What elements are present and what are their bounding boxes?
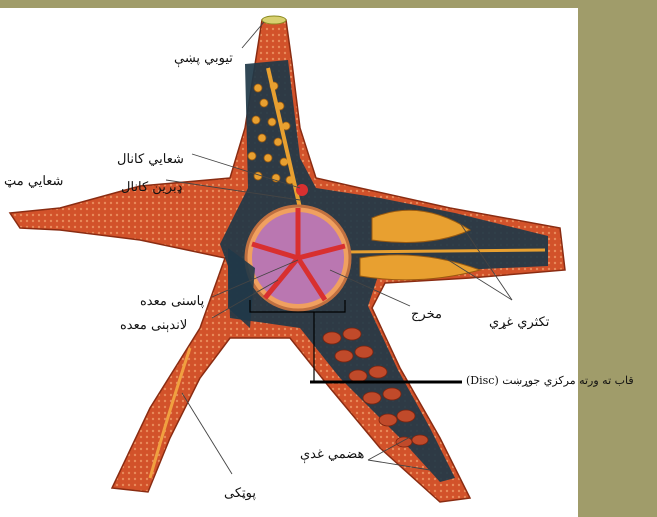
- label-tube-feet: تيوبي پښې: [174, 52, 233, 65]
- madreporite: [296, 184, 308, 196]
- label-digestive-glands: هضمي غدې: [300, 448, 364, 461]
- right-radial-canal: [345, 250, 545, 252]
- tube-feet-tip: [262, 16, 286, 24]
- starfish-anatomy-illustration: [0, 8, 578, 517]
- diagram-panel: تيوبي پښې شعايي کانال ډبرين کانال شعايي …: [0, 8, 578, 517]
- label-cardiac-stomach: لاندېنی معده: [120, 319, 187, 332]
- label-skin: پوټکی: [224, 487, 256, 500]
- label-pyloric-stomach: پاسنی معده: [140, 295, 204, 308]
- label-radial-canal: شعايي کانال: [117, 153, 184, 166]
- label-ring-canal: ډبرين کانال: [121, 181, 182, 194]
- label-central-disc: قاب ته ورته مرکزي جوړښت (Disc): [466, 375, 634, 386]
- label-anus: مخرج: [411, 308, 442, 321]
- label-gonads: تکثري غړي: [489, 316, 549, 329]
- label-ray: شعايي مټ: [4, 175, 63, 188]
